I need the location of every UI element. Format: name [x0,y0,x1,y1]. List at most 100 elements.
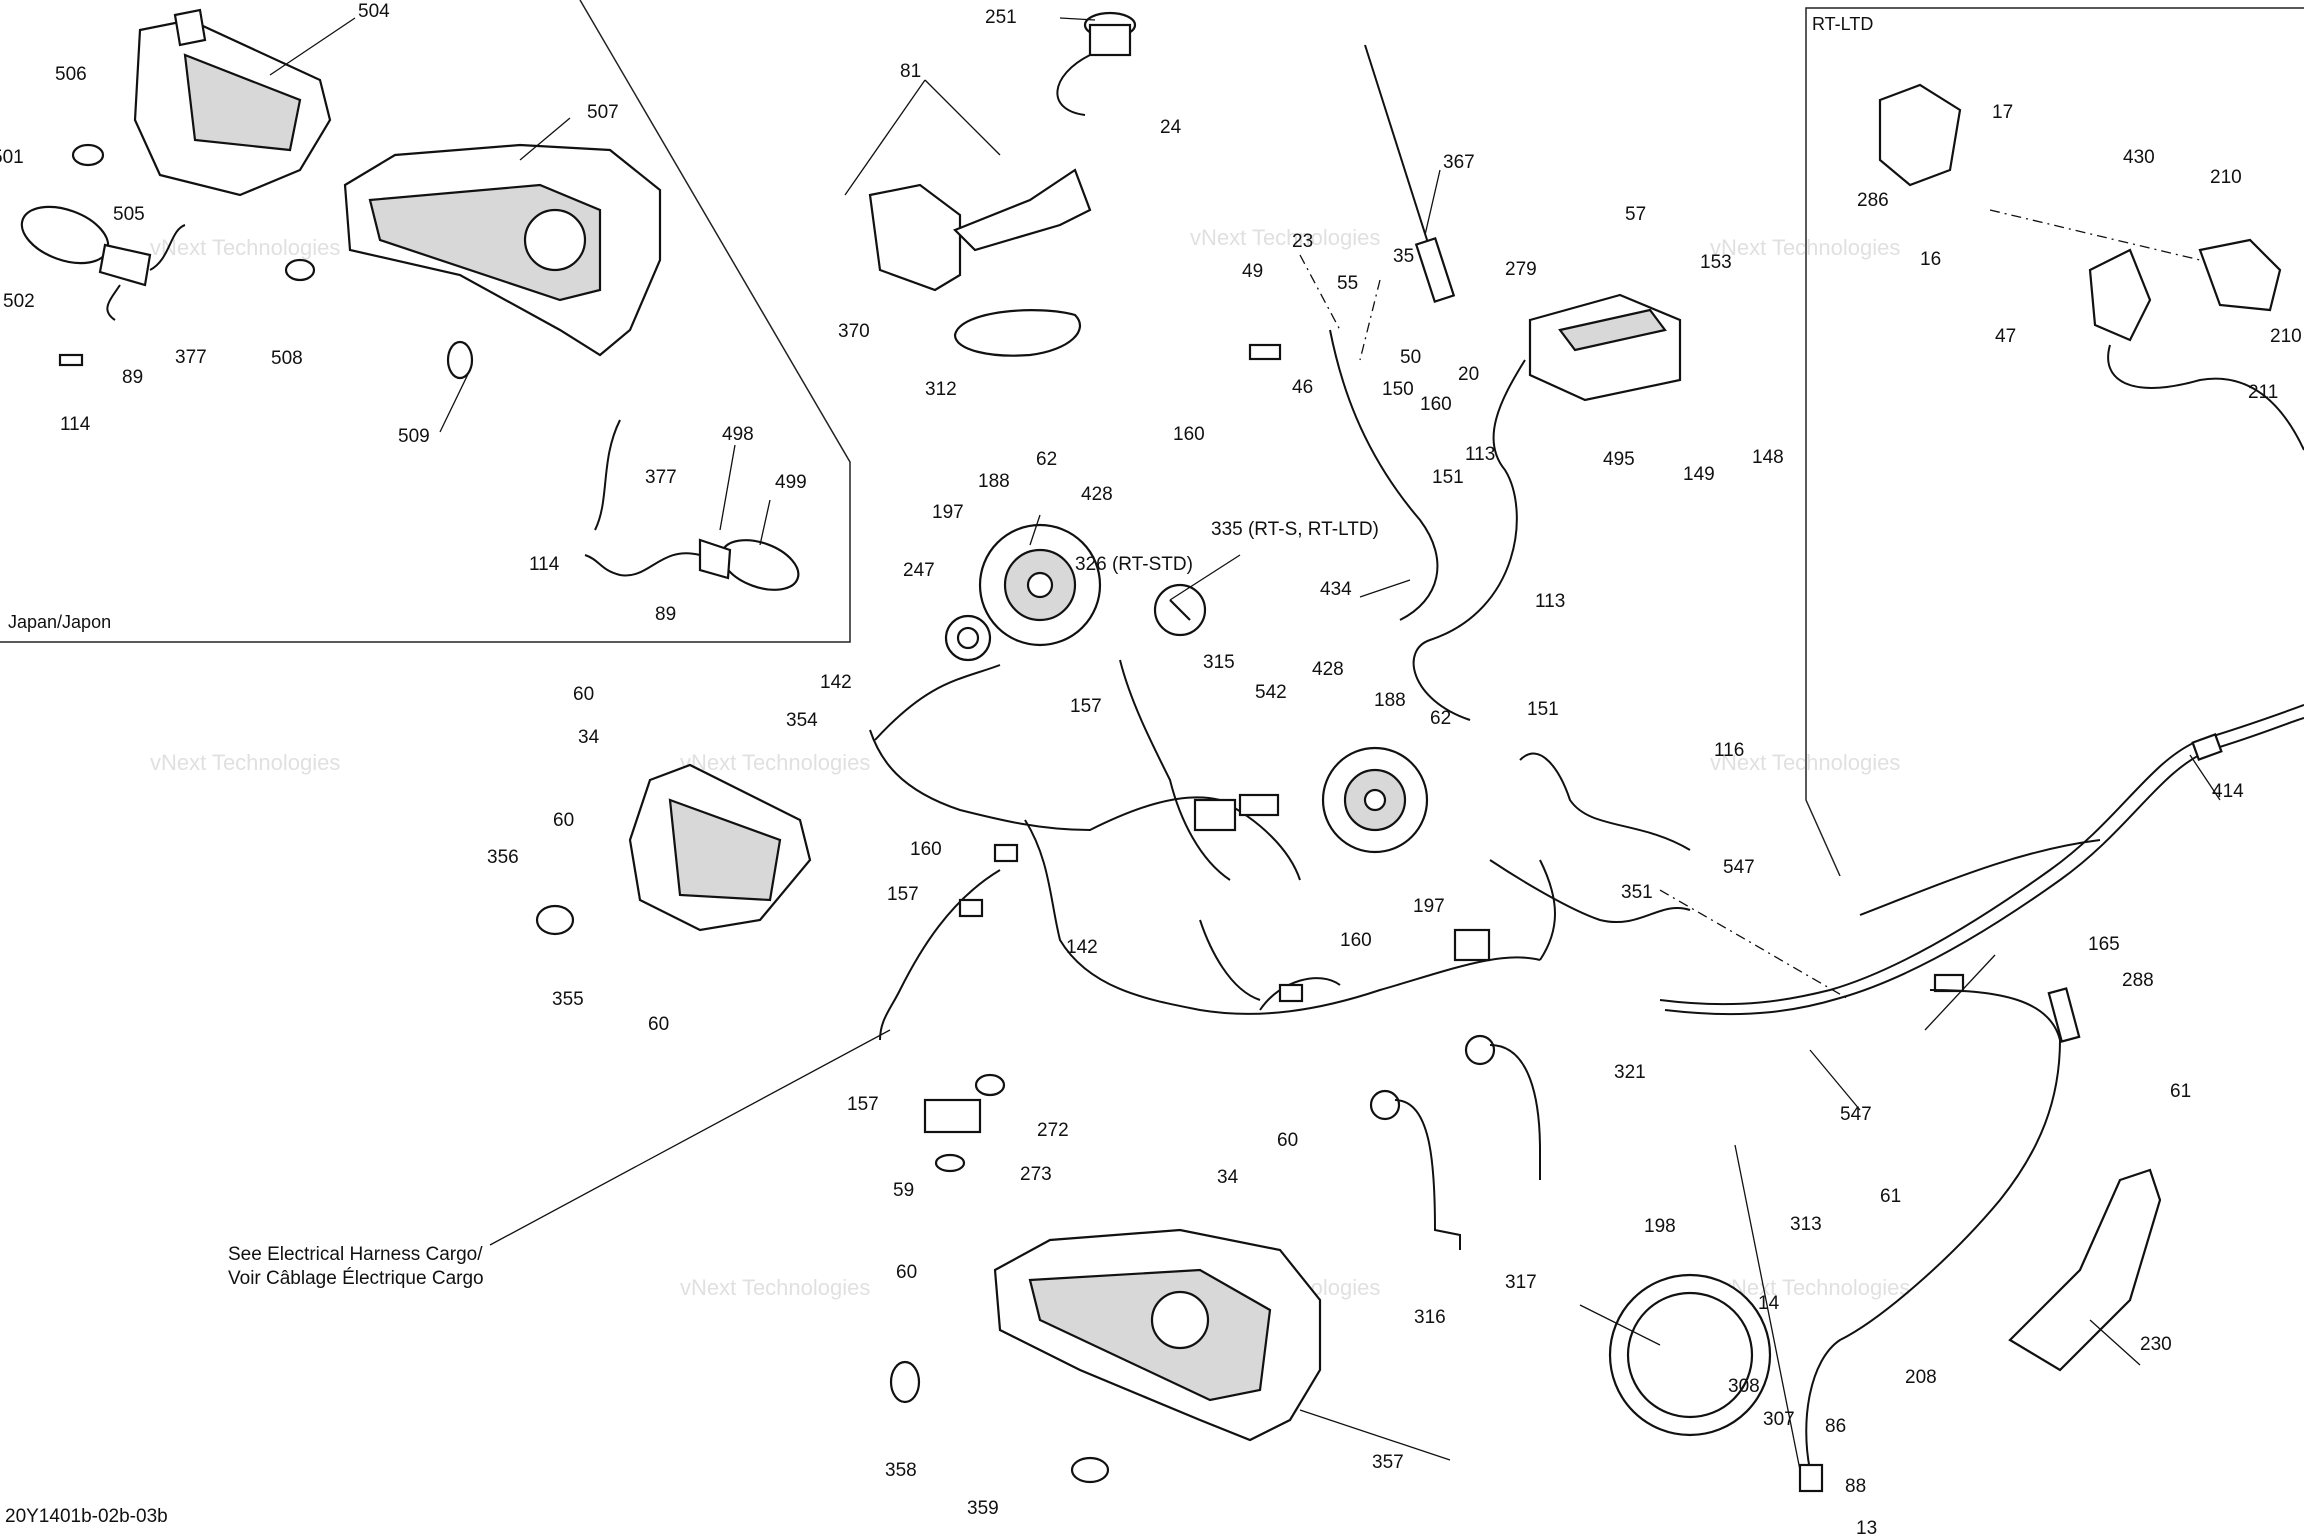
tweeter-247 [944,614,992,662]
speaker-428-top [978,523,1102,647]
callout-251: 251 [985,7,1017,28]
callout-62: 62 [1036,449,1057,470]
callout-89: 89 [655,604,676,625]
callout-414: 414 [2212,781,2244,802]
bulb-273 [934,1153,966,1173]
callout-377: 377 [645,467,677,488]
actuator-210 [2198,238,2282,312]
callout-20: 20 [1458,364,1479,385]
callout-142: 142 [1066,937,1098,958]
see-note-line2: Voir Câblage Électrique Cargo [228,1268,484,1289]
callout-49: 49 [1242,261,1263,282]
cable-316 [1369,1089,1461,1250]
callout-428: 428 [1081,484,1113,505]
clip-114 [58,353,84,367]
callout-321: 321 [1614,1062,1646,1083]
callout-14: 14 [1758,1293,1780,1314]
callout-35: 35 [1393,246,1414,267]
callout-358: 358 [885,1460,917,1481]
callout-208: 208 [1905,1367,1937,1388]
callout-312: 312 [925,379,957,400]
callout-113: 113 [1465,444,1495,465]
leader-lines [269,17,2221,1471]
watermark-text: vNext Technologies [680,1275,870,1300]
callout-61: 61 [1880,1186,1901,1207]
gasket-312 [953,309,1082,357]
main-harness [869,659,1691,1041]
callout-501: 501 [0,147,24,168]
callout-34: 34 [578,727,600,748]
callout-307: 307 [1763,1409,1795,1430]
callout-13: 13 [1856,1518,1877,1536]
bracket-370 [868,168,1092,292]
cable-317 [1464,1034,1541,1180]
callout-272: 272 [1037,1120,1069,1141]
callout-157: 157 [1070,696,1102,717]
horn-251 [1056,11,1137,116]
callout-313: 313 [1790,1214,1822,1235]
callout-367: 367 [1443,152,1475,173]
antenna-367 [1364,44,1456,304]
callout-160: 160 [1420,394,1452,415]
callout-142: 142 [820,672,852,693]
callout-151: 151 [1432,467,1464,488]
bulb-358 [889,1360,921,1404]
callout-55: 55 [1337,273,1358,294]
callout-89: 89 [122,367,143,388]
callout-149: 149 [1683,464,1715,485]
callout-428: 428 [1312,659,1344,680]
callout-188: 188 [1374,690,1406,711]
callout-47: 47 [1995,326,2016,347]
callout-355: 355 [552,989,584,1010]
callout-273: 273 [1020,1164,1052,1185]
callout-230: 230 [2140,1334,2172,1355]
resistor-272 [923,1073,1006,1134]
tail-light-assembly-357 [993,1228,1322,1442]
bulb-508 [284,258,316,282]
turn-signal-lamp-501 [20,205,186,321]
callout-62: 62 [1430,708,1451,729]
callout-316: 316 [1414,1307,1446,1328]
callout-150: 150 [1382,379,1414,400]
callout-247: 247 [903,560,935,581]
callout-50: 50 [1400,347,1421,368]
callout-197: 197 [1413,896,1445,917]
callout-88: 88 [1845,1476,1866,1497]
callout-197: 197 [932,502,964,523]
callout-61: 61 [2170,1081,2191,1102]
callout-335: 335 (RT-S, RT-LTD) [1211,519,1379,540]
bulb-359 [1070,1456,1110,1484]
bulb-509 [446,340,474,380]
callout-288: 288 [2122,970,2154,991]
see-note-line1: See Electrical Harness Cargo/ [228,1244,483,1265]
speaker-428-bottom [1321,746,1429,854]
japan-label: Japan/Japon [8,612,111,632]
tail-light-assembly-507 [343,143,662,357]
bulb-356 [535,904,575,936]
callout-498: 498 [722,424,754,445]
dash-line-rt-ltd [1989,209,2201,261]
turn-signal-lamp-499 [584,419,800,591]
callout-148: 148 [1752,447,1784,468]
callout-210: 210 [2270,326,2302,347]
callout-59: 59 [893,1180,914,1201]
callout-188: 188 [978,471,1010,492]
callout-116: 116 [1714,740,1744,761]
callout-60: 60 [896,1262,917,1283]
rear-light-japan [133,8,332,197]
callout-542: 542 [1255,682,1287,703]
callout-114: 114 [529,554,560,575]
callout-508: 508 [271,348,303,369]
callout-326: 326 (RT-STD) [1075,554,1193,575]
watermark-text: vNext Technologies [1710,750,1900,775]
callout-507: 507 [587,102,619,123]
callout-430: 430 [2123,147,2155,168]
callout-370: 370 [838,321,870,342]
callout-160: 160 [1173,424,1205,445]
callout-23: 23 [1292,231,1313,252]
callout-60: 60 [1277,1130,1298,1151]
callout-547: 547 [1723,857,1755,878]
bulb-506 [71,143,105,167]
callout-198: 198 [1644,1216,1676,1237]
